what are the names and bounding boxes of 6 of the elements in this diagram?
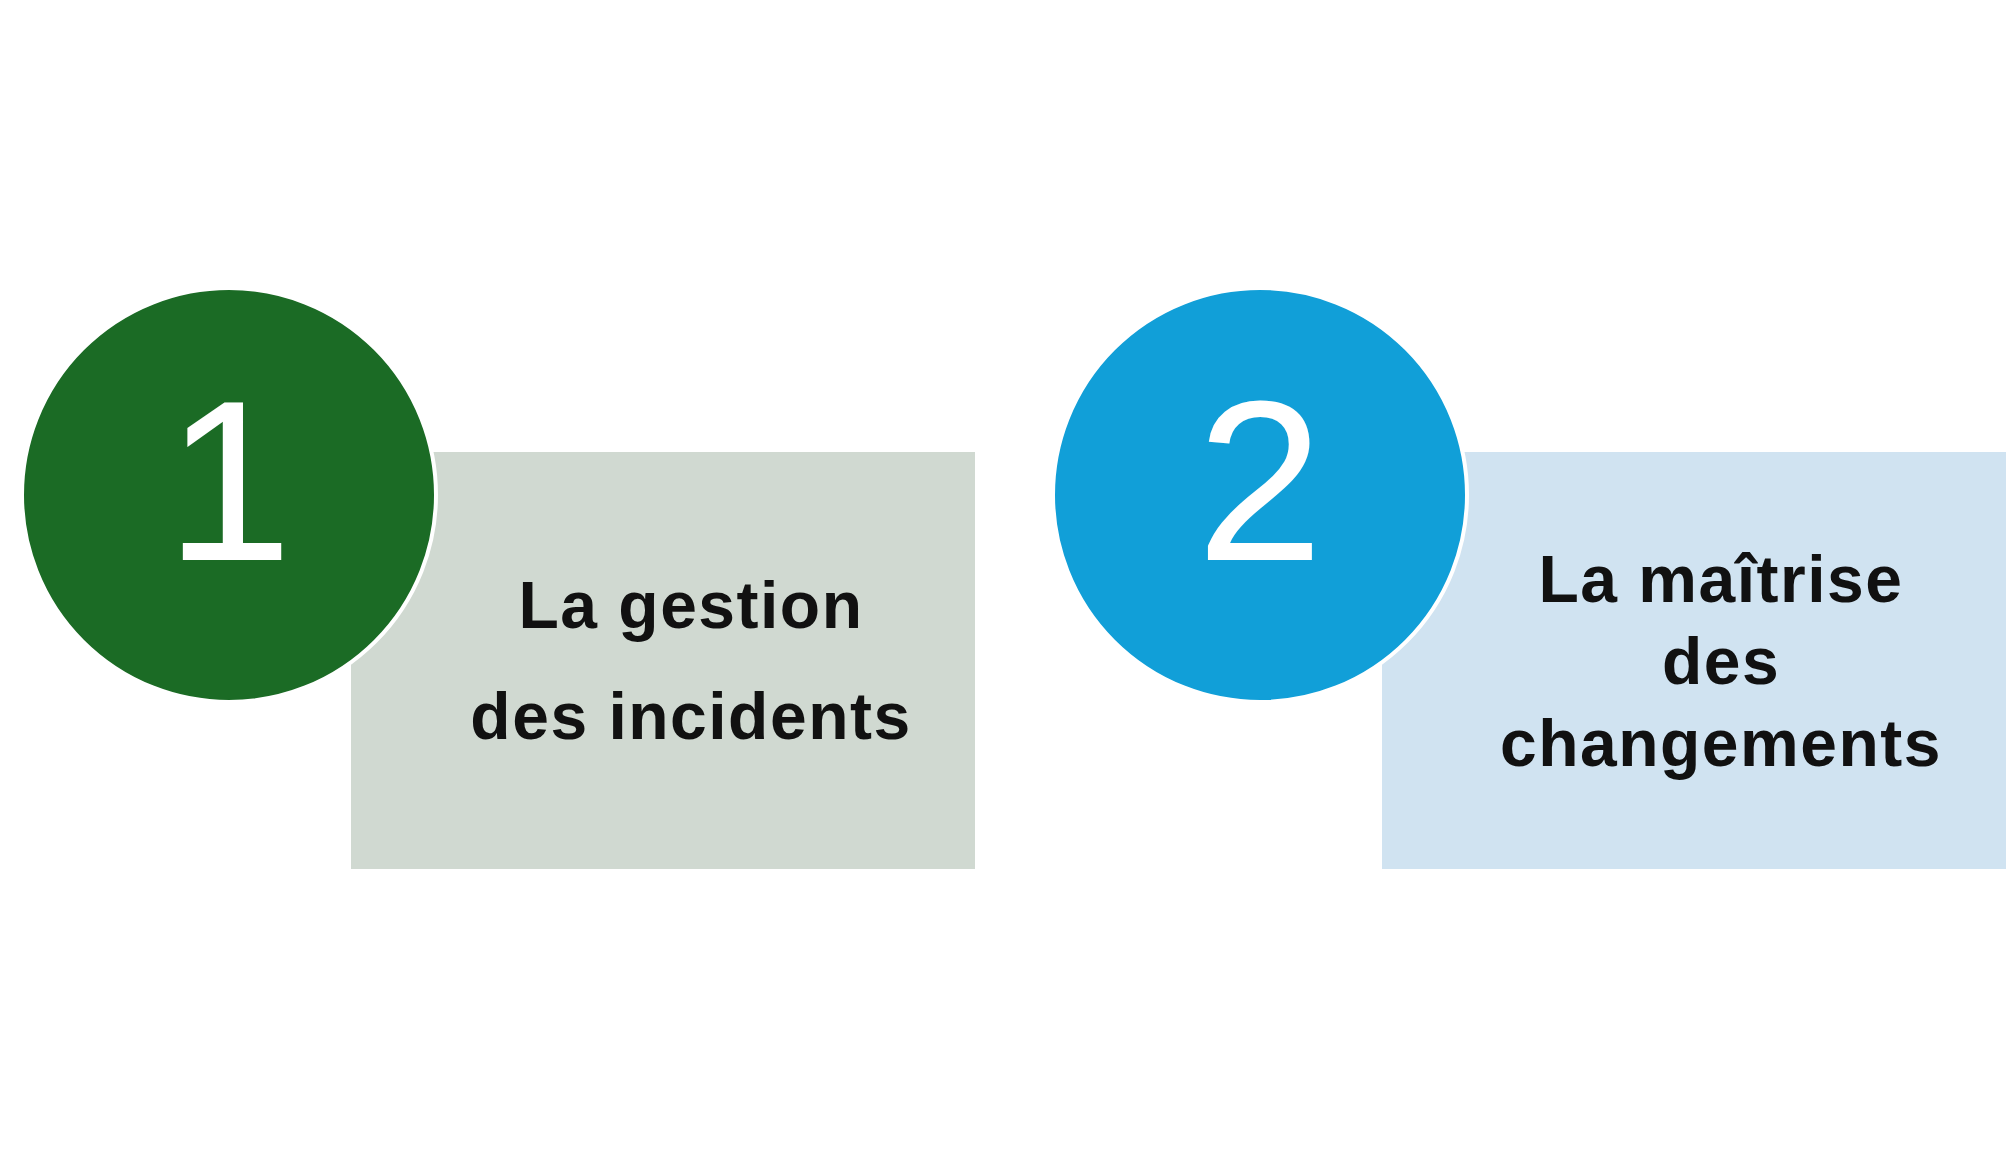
card-title: La maîtrise des changements [1499, 540, 1943, 782]
step-number: 1 [165, 367, 293, 595]
card-title: La gestion des incidents [469, 566, 913, 755]
topic-card [1382, 452, 2006, 869]
step-number: 2 [1196, 367, 1324, 595]
topic-card [351, 452, 975, 869]
